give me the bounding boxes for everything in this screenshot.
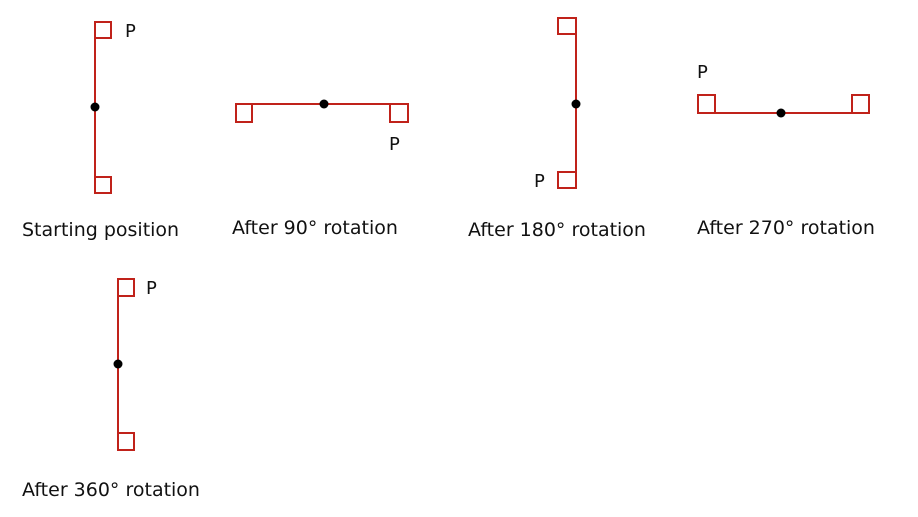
point-label-p: P bbox=[389, 134, 400, 155]
point-label-p: P bbox=[697, 62, 708, 83]
pivot-point bbox=[319, 99, 329, 109]
pivot-point bbox=[571, 99, 581, 109]
end-square-bottom bbox=[117, 432, 135, 451]
pivot-point bbox=[90, 102, 100, 112]
stage-270: P After 270° rotation bbox=[697, 62, 875, 239]
end-square-left bbox=[235, 103, 253, 123]
pivot-point bbox=[113, 359, 123, 369]
stage-180: P After 180° rotation bbox=[468, 17, 646, 241]
stage-caption: After 90° rotation bbox=[232, 217, 398, 239]
stage-caption: After 360° rotation bbox=[22, 479, 200, 501]
point-label-p: P bbox=[534, 171, 545, 192]
stage-start: P Starting position bbox=[22, 21, 179, 241]
end-square-top bbox=[117, 278, 135, 297]
end-square-top bbox=[94, 21, 112, 39]
end-square-bottom bbox=[94, 176, 112, 194]
stage-90: P After 90° rotation bbox=[232, 99, 409, 239]
pivot-point bbox=[776, 108, 786, 118]
point-label-p: P bbox=[146, 278, 157, 299]
stage-caption: After 180° rotation bbox=[468, 219, 646, 241]
stage-360: P After 360° rotation bbox=[22, 278, 200, 501]
end-square-bottom bbox=[557, 171, 577, 189]
stage-caption: Starting position bbox=[22, 219, 179, 241]
end-square-top bbox=[557, 17, 577, 35]
end-square-right bbox=[851, 94, 870, 114]
stage-caption: After 270° rotation bbox=[697, 217, 875, 239]
point-label-p: P bbox=[125, 21, 136, 42]
end-square-right bbox=[389, 103, 409, 123]
end-square-left bbox=[697, 94, 716, 114]
